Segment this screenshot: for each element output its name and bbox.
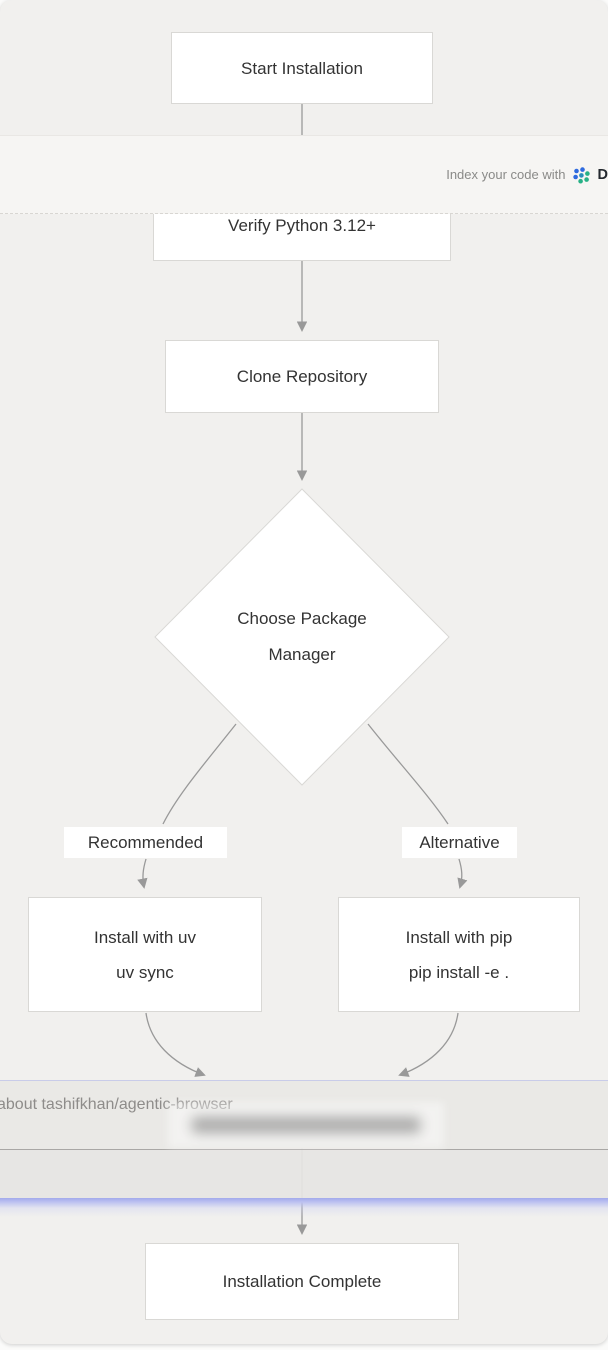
choose-package-manager-diamond [154, 488, 450, 786]
node-label-line1: Install with pip [405, 927, 513, 947]
node-clone-repository: Clone Repository [165, 340, 439, 413]
edge-uv-verifyrun [145, 1012, 206, 1077]
node-label-line1: Choose Package [237, 609, 367, 628]
node-label: Verify Python 3.12+ [228, 215, 376, 235]
node-label: Clone Repository [236, 367, 368, 386]
node-label: Start Installation [241, 58, 363, 78]
edge-choose-recommended [162, 723, 237, 825]
banner-text: Index your code with [446, 167, 566, 182]
edge-label-alternative: Alternative [402, 827, 517, 858]
node-label: Installation Complete [222, 1272, 382, 1291]
node-label-line1: Install with uv [93, 927, 197, 947]
node-label-line2: Manager [268, 645, 336, 664]
node-install-with-pip: Install with pip pip install -e . [338, 897, 580, 1012]
edge-recommended-uv [137, 858, 148, 889]
node-choose-package-manager: Choose Package Manager [192, 601, 412, 673]
edge-label-recommended: Recommended [64, 827, 227, 858]
node-install-with-uv: Install with uv uv sync [28, 897, 262, 1012]
node-installation-complete: Installation Complete [145, 1243, 459, 1320]
edge-choose-alternative [367, 723, 449, 825]
ask-overlay-lower-band [0, 1150, 608, 1198]
edge-alternative-pip [457, 858, 468, 889]
overlay-glow-line [0, 1198, 608, 1218]
index-code-banner[interactable]: Index your code with De [0, 135, 608, 214]
blurred-node-text [192, 1117, 420, 1133]
edge-pip-verifyrun [398, 1012, 459, 1077]
blurred-node [168, 1102, 444, 1148]
banner-content[interactable]: Index your code with De [446, 166, 608, 184]
node-label-line2: uv sync [116, 962, 174, 982]
deepwiki-dots-icon [573, 166, 591, 183]
banner-brand-label: De [597, 166, 608, 183]
node-start-installation: Start Installation [171, 32, 433, 104]
node-label-line2: pip install -e . [408, 962, 510, 982]
ask-input-bar[interactable]: about tashifkhan/agentic-browser [0, 1080, 608, 1150]
edge-label-text: Alternative [419, 833, 500, 852]
edge-label-text: Recommended [87, 833, 204, 852]
